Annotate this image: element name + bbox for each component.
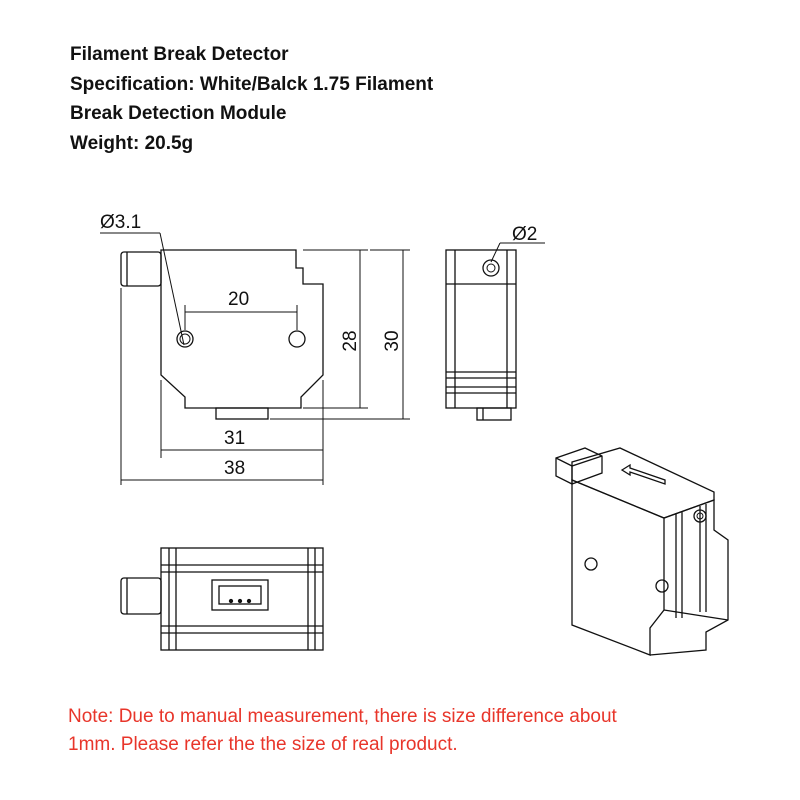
label-inner-height: 28	[340, 330, 361, 351]
bottom-body-outline	[160, 547, 324, 651]
label-total-height: 30	[382, 330, 403, 351]
side-screw-hole	[482, 259, 500, 277]
mounting-hole-right	[288, 330, 306, 348]
iso-right-face	[649, 499, 729, 656]
product-title: Filament Break Detector	[70, 44, 289, 65]
dim-inner-height	[303, 249, 368, 409]
side-body-outline	[445, 249, 517, 409]
front-bottom-tab	[215, 407, 269, 420]
isometric-view	[555, 447, 729, 656]
dim-body-width	[160, 380, 324, 458]
weight-line: Weight: 20.5g	[70, 132, 194, 154]
label-total-width: 38	[224, 458, 245, 479]
iso-side-hole	[693, 509, 707, 523]
mounting-hole-left	[176, 330, 194, 348]
iso-direction-arrow	[620, 463, 666, 485]
label-side-hole-diameter: Ø2	[512, 224, 537, 245]
note-line-2: 1mm. Please refer the the size of real p…	[68, 734, 458, 755]
dim-side-hole-leader	[490, 242, 545, 263]
side-bottom-tab	[476, 407, 512, 421]
note-text: Note: Due to manual measurement, there i…	[68, 703, 748, 759]
label-hole-diameter: Ø3.1	[100, 212, 141, 233]
iso-inlet-nozzle	[555, 447, 603, 485]
iso-mount-hole-left	[584, 557, 598, 571]
note-line-1: Note: Due to manual measurement, there i…	[68, 706, 617, 727]
dim-total-height	[270, 249, 410, 420]
dim-total-width	[120, 288, 324, 485]
front-body-outline	[160, 249, 324, 409]
label-hole-spacing: 20	[228, 289, 249, 310]
jst-connector	[211, 579, 269, 611]
specification-line: Specification: White/Balck 1.75 Filament	[70, 73, 434, 95]
dim-hole-diameter-leader	[100, 232, 185, 346]
iso-mount-hole-right	[655, 579, 669, 593]
side-view	[445, 249, 517, 421]
dim-hole-spacing	[184, 305, 298, 330]
specification-line-cont: Break Detection Module	[70, 103, 287, 124]
label-body-width: 31	[224, 428, 245, 449]
specification-block: Filament Break Detector Specification: W…	[70, 40, 433, 158]
front-view	[120, 249, 324, 420]
bottom-view	[120, 547, 324, 651]
